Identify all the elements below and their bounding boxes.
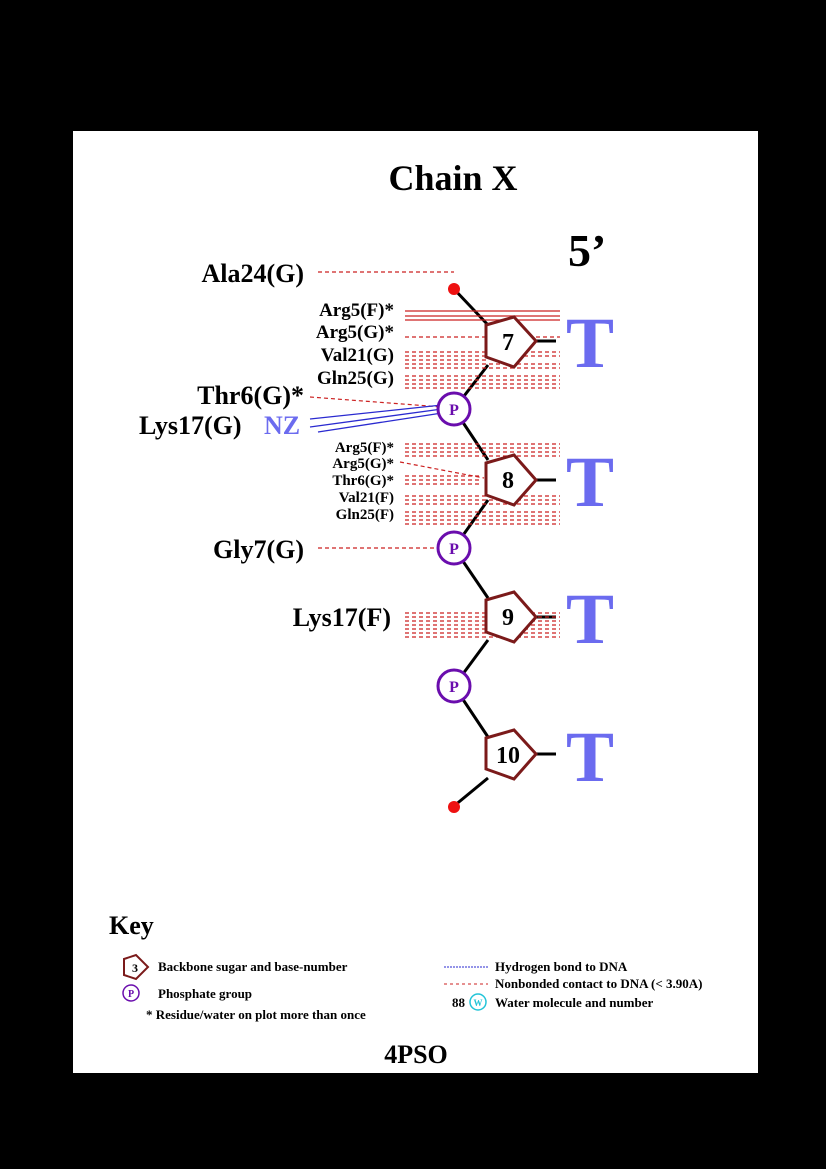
key-sugar-text: Backbone sugar and base-number xyxy=(158,959,348,974)
residue-labels: Ala24(G) Arg5(F)* Arg5(G)* Val21(G) Gln2… xyxy=(197,259,394,632)
residue-gly7g: Gly7(G) xyxy=(213,535,304,564)
sugar-10: 10 xyxy=(484,728,539,781)
chain-title: Chain X xyxy=(388,158,517,198)
key-nonbonded-text: Nonbonded contact to DNA (< 3.90A) xyxy=(495,976,702,991)
svg-text:3: 3 xyxy=(132,961,138,975)
plot-sheet: Chain X 5’ xyxy=(73,131,758,1073)
residue-val21f: Val21(F) xyxy=(339,490,394,506)
key-water-number: 88 xyxy=(452,995,466,1010)
key-phosphate-text: Phosphate group xyxy=(158,986,252,1001)
key-hbond-text: Hydrogen bond to DNA xyxy=(495,959,628,974)
residue-arg5f-2: Arg5(F)* xyxy=(335,440,394,456)
hydrogen-bonds xyxy=(309,404,443,433)
five-prime-label: 5’ xyxy=(568,225,606,276)
residue-val21g: Val21(G) xyxy=(321,345,394,366)
svg-text:P: P xyxy=(128,989,134,1000)
terminal-5-dot xyxy=(448,283,460,295)
bases: T T T T xyxy=(566,303,614,797)
sugar-8: 8 xyxy=(484,453,538,507)
residue-arg5g-2: Arg5(G)* xyxy=(332,456,394,472)
residue-gln25f: Gln25(F) xyxy=(336,507,394,523)
nucplot-diagram: Chain X 5’ xyxy=(109,158,702,1069)
arg5f-contacts xyxy=(405,310,560,321)
phosphate-label: P xyxy=(449,679,459,696)
svg-text:W: W xyxy=(474,998,483,1008)
pdb-code: 4PSO xyxy=(384,1040,448,1069)
residue-thr6g-2: Thr6(G)* xyxy=(332,473,394,489)
sugar-number: 7 xyxy=(502,330,514,356)
base-letter: T xyxy=(566,303,614,383)
sugar-number: 10 xyxy=(496,743,520,769)
key-water-text: Water molecule and number xyxy=(495,995,654,1010)
key-title: Key xyxy=(109,911,154,940)
phosphate-2: P xyxy=(436,530,472,566)
residue-ala24g: Ala24(G) xyxy=(201,259,304,288)
sugar-9: 9 xyxy=(484,590,538,644)
residue-lys17g: Lys17(G) xyxy=(139,411,242,440)
base-letter: T xyxy=(566,442,614,522)
residue-arg5f-1: Arg5(F)* xyxy=(319,300,394,321)
residue-lys17f: Lys17(F) xyxy=(293,603,391,632)
key-phosphate-icon: P xyxy=(122,984,140,1002)
key-repeat-text: * Residue/water on plot more than once xyxy=(146,1007,366,1022)
base-letter: T xyxy=(566,717,614,797)
base-letter: T xyxy=(566,579,614,659)
residue-gln25g: Gln25(G) xyxy=(317,368,394,389)
residue-arg5g-1: Arg5(G)* xyxy=(316,322,394,343)
lys17g-atom-label: NZ xyxy=(264,411,300,440)
residue-thr6g-1: Thr6(G)* xyxy=(197,381,304,410)
key-sugar-icon: 3 xyxy=(123,953,150,981)
key-water-icon: W xyxy=(469,993,487,1011)
sugar-number: 8 xyxy=(502,468,514,494)
sugar-7: 7 xyxy=(484,315,538,369)
phosphate-3: P xyxy=(436,668,472,704)
phosphate-1: P xyxy=(436,391,472,427)
terminal-3-dot xyxy=(448,801,460,813)
phosphate-label: P xyxy=(449,402,459,419)
sugar-number: 9 xyxy=(502,605,514,631)
phosphate-label: P xyxy=(449,541,459,558)
